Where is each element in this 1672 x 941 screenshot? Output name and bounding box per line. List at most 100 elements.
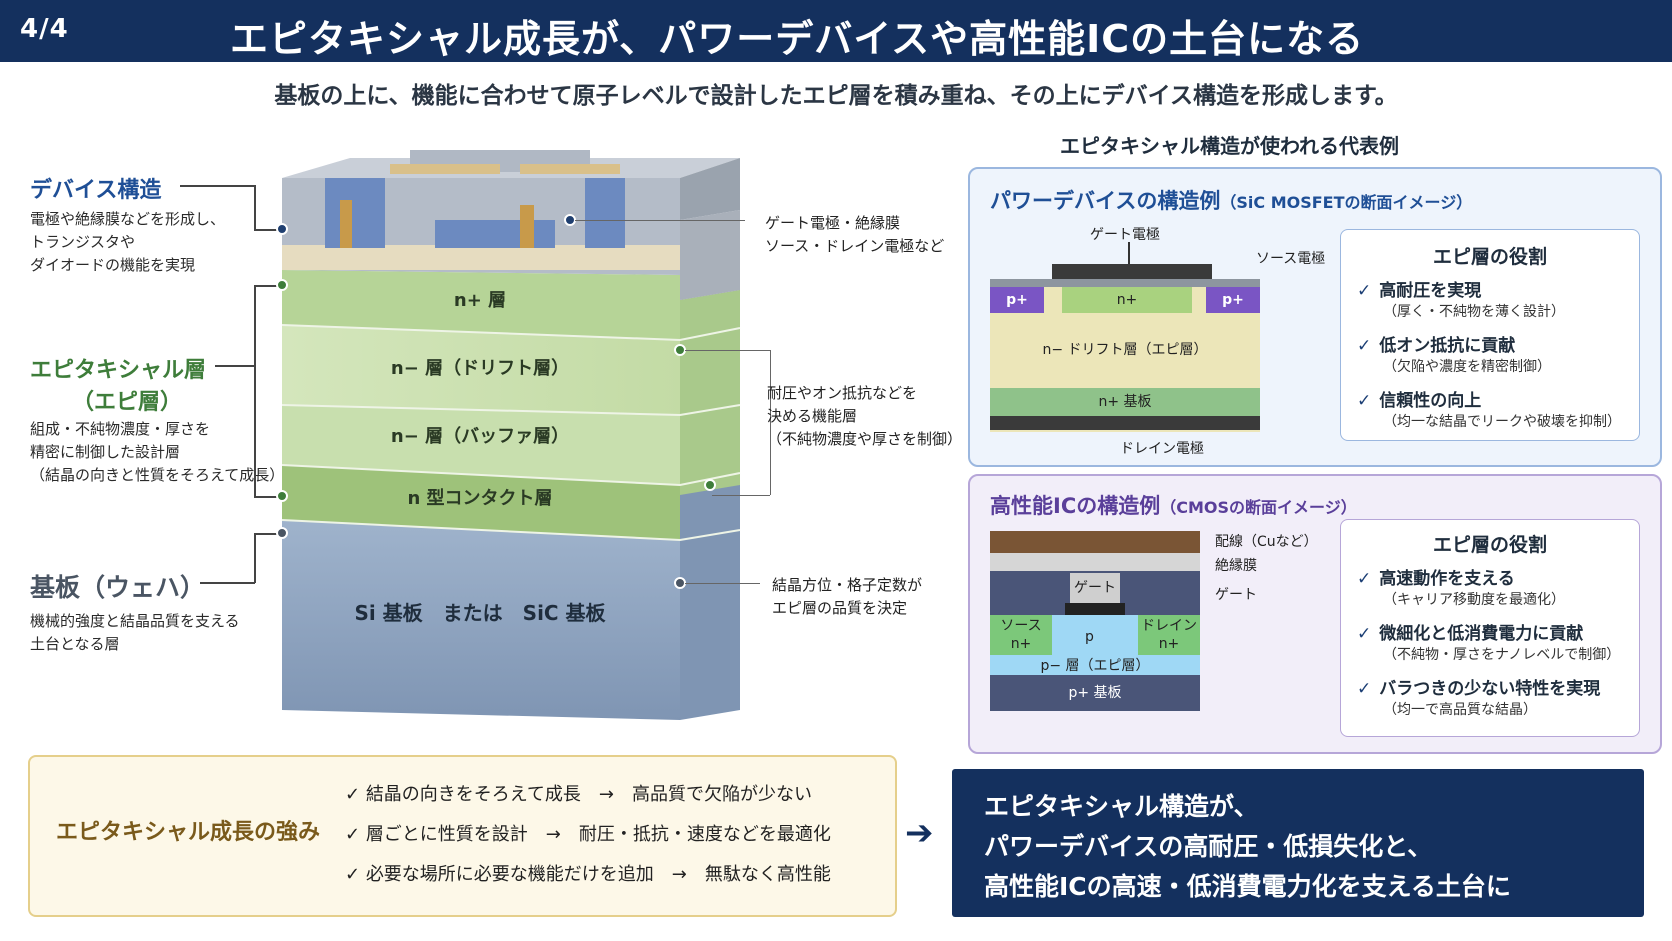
mosfet-source-label: ソース電極 [1256,251,1326,267]
layer-n-plus [282,270,680,340]
summary-line-3: 高性能ICの高速・低消費電力化を支える土台に [984,872,1511,901]
examples-title: エピタキシャル構造が使われる代表例 [1060,134,1399,158]
subtitle: 基板の上に、機能に合わせて原子レベルで設計したエピ層を積み重ね、その上にデバイス… [274,83,1398,109]
device-connector-v [254,185,256,230]
layer-label-buffer: n− 層（バッファ層） [391,426,569,447]
layer-drift [282,325,680,415]
check-icon: ✓ [1357,679,1372,699]
header-bar: 4/4 エピタキシャル成長が、パワーデバイスや高性能ICの土台になる [0,0,1672,62]
power-role-1: ✓高耐圧を実現 [1357,281,1482,301]
power-role-box: エピ層の役割 ✓高耐圧を実現 （厚く・不純物を薄く設計） ✓低オン抵抗に貢献 （… [1340,229,1640,441]
mosfet-p-plus-left: p+ [990,287,1044,313]
device-dot [276,223,288,235]
check-icon: ✓ [345,864,366,885]
device-blue-block-3 [585,178,625,248]
cmos-role-1: ✓高速動作を支える [1357,569,1515,589]
gate-dot [564,214,576,226]
power-panel-title: パワーデバイスの構造例（SiC MOSFETの断面イメージ） [990,189,1473,213]
func-dot [674,344,686,356]
device-connector [180,185,255,187]
epi-top-dot [276,279,288,291]
func-dot-2 [704,479,716,491]
cmos-role-2: ✓微細化と低消費電力に貢献 [1357,624,1584,644]
epi-connector [215,365,255,367]
check-icon: ✓ [1357,624,1372,644]
cmos-wiring [990,531,1200,553]
block-side-device [680,210,740,300]
mosfet-source-electrode [990,279,1260,287]
layer-label-substrate: Si 基板 または SiC 基板 [354,601,606,625]
slide-number: 4/4 [20,14,69,44]
mosfet-gate-label: ゲート電極 [1090,227,1160,243]
page-title: エピタキシャル成長が、パワーデバイスや高性能ICの土台になる [230,17,1365,61]
substrate-desc: 機械的強度と結晶品質を支える 土台となる層 [30,612,240,653]
cmos-gate: ゲート [1070,573,1120,603]
func-callout-bottom [712,495,770,496]
epi-layer-title: エピタキシャル層 （エピ層） [30,358,207,415]
cmos-epi-label: p− 層（エピ層） [1040,658,1150,674]
arrow-right-icon: ➔ [905,813,934,853]
layer-contact [282,465,680,540]
layer-buffer [282,405,680,485]
cmos-panel-title: 高性能ICの構造例（CMOSの断面イメージ） [990,494,1357,518]
mosfet-substrate: n+ 基板 [990,388,1260,416]
substrate-dot [276,527,288,539]
cmos-role-box: エピ層の役割 ✓高速動作を支える （キャリア移動度を最適化） ✓微細化と低消費電… [1340,519,1640,737]
substrate-connector-v [254,533,256,583]
epi-layer-desc: 組成・不純物濃度・厚さを 精密に制御した設計層 （結晶の向きと性質をそろえて成長… [30,420,285,484]
device-top-gold-1 [390,164,500,174]
func-callout: 耐圧やオン抵抗などを 決める機能層 （不純物濃度や厚さを制御） [767,384,963,448]
check-icon: ✓ [345,784,366,805]
epi-bracket-top [254,285,282,287]
mosfet-drain-electrode [990,416,1260,430]
layer-label-contact: n 型コンタクト層 [407,487,552,509]
mosfet-drift-label: n− ドリフト層（エピ層） [1042,342,1208,358]
layer-label-n-plus: n+ 層 [454,290,506,311]
crystal-callout-line [685,583,760,584]
cmos-gate-oxide [1065,603,1125,615]
mosfet-n-plus: n+ [1062,287,1192,313]
func-callout-bracket [770,350,771,495]
check-icon: ✓ [1357,281,1372,301]
check-icon: ✓ [345,824,366,845]
epi-bracket [254,285,256,497]
crystal-callout: 結晶方位・格子定数が エピ層の品質を決定 [772,576,923,617]
strength-title: エピタキシャル成長の強み [56,820,321,845]
strength-box [28,755,897,917]
cmos-wiring-label: 配線（Cuなど） [1215,534,1318,550]
strength-row-2: ✓ 層ごとに性質を設計 → 耐圧・抵抗・速度などを最適化 [345,824,831,845]
device-top-gold-2 [520,164,620,174]
layer-substrate [282,520,680,720]
strength-row-1: ✓ 結晶の向きをそろえて成長 → 高品質で欠陥が少ない [345,784,812,805]
gate-callout-line [575,220,745,221]
device-top-side [680,158,740,220]
epi-bracket-bottom [254,496,282,498]
device-connector-h [254,229,282,231]
cmos-p-label: p [1085,629,1094,645]
strength-row-3: ✓ 必要な場所に必要な機能だけを追加 → 無駄なく高性能 [345,864,831,885]
epitaxial-block-diagram: n+ 層 n− 層（ドリフト層） n− 層（バッファ層） n 型コンタクト層 S… [270,150,750,720]
func-callout-line [685,350,770,351]
check-icon: ✓ [1357,569,1372,589]
substrate-connector [200,582,255,584]
power-device-panel: パワーデバイスの構造例（SiC MOSFETの断面イメージ） ゲート電極 ソース… [968,167,1662,467]
device-structure-desc: 電極や絶縁膜などを形成し、 トランジスタや ダイオードの機能を実現 [30,210,226,274]
mosfet-gate-electrode [1052,264,1212,279]
layer-label-drift: n− 層（ドリフト層） [391,358,569,379]
summary-line-2: パワーデバイスの高耐圧・低損失化と、 [984,832,1433,861]
power-role-title: エピ層の役割 [1432,246,1547,268]
device-gold-contact-1 [340,200,352,248]
cmos-role-3: ✓バラつきの少ない特性を実現 [1357,679,1601,699]
mosfet-drain-label: ドレイン電極 [1120,441,1204,457]
device-structure-title: デバイス構造 [30,178,162,203]
check-icon: ✓ [1357,336,1372,356]
block-side-epi [680,290,740,495]
substrate-title: 基板（ウェハ） [30,573,206,602]
gate-callout: ゲート電極・絶縁膜 ソース・ドレイン電極など [765,214,945,255]
cmos-gate-side-label: ゲート [1215,587,1257,603]
mosfet-diagram: ゲート電極 ソース電極 p+ n+ p+ n− ドリフト層（エピ層） n+ 基板… [990,224,1325,464]
summary-line-1: エピタキシャル構造が、 [984,792,1259,821]
